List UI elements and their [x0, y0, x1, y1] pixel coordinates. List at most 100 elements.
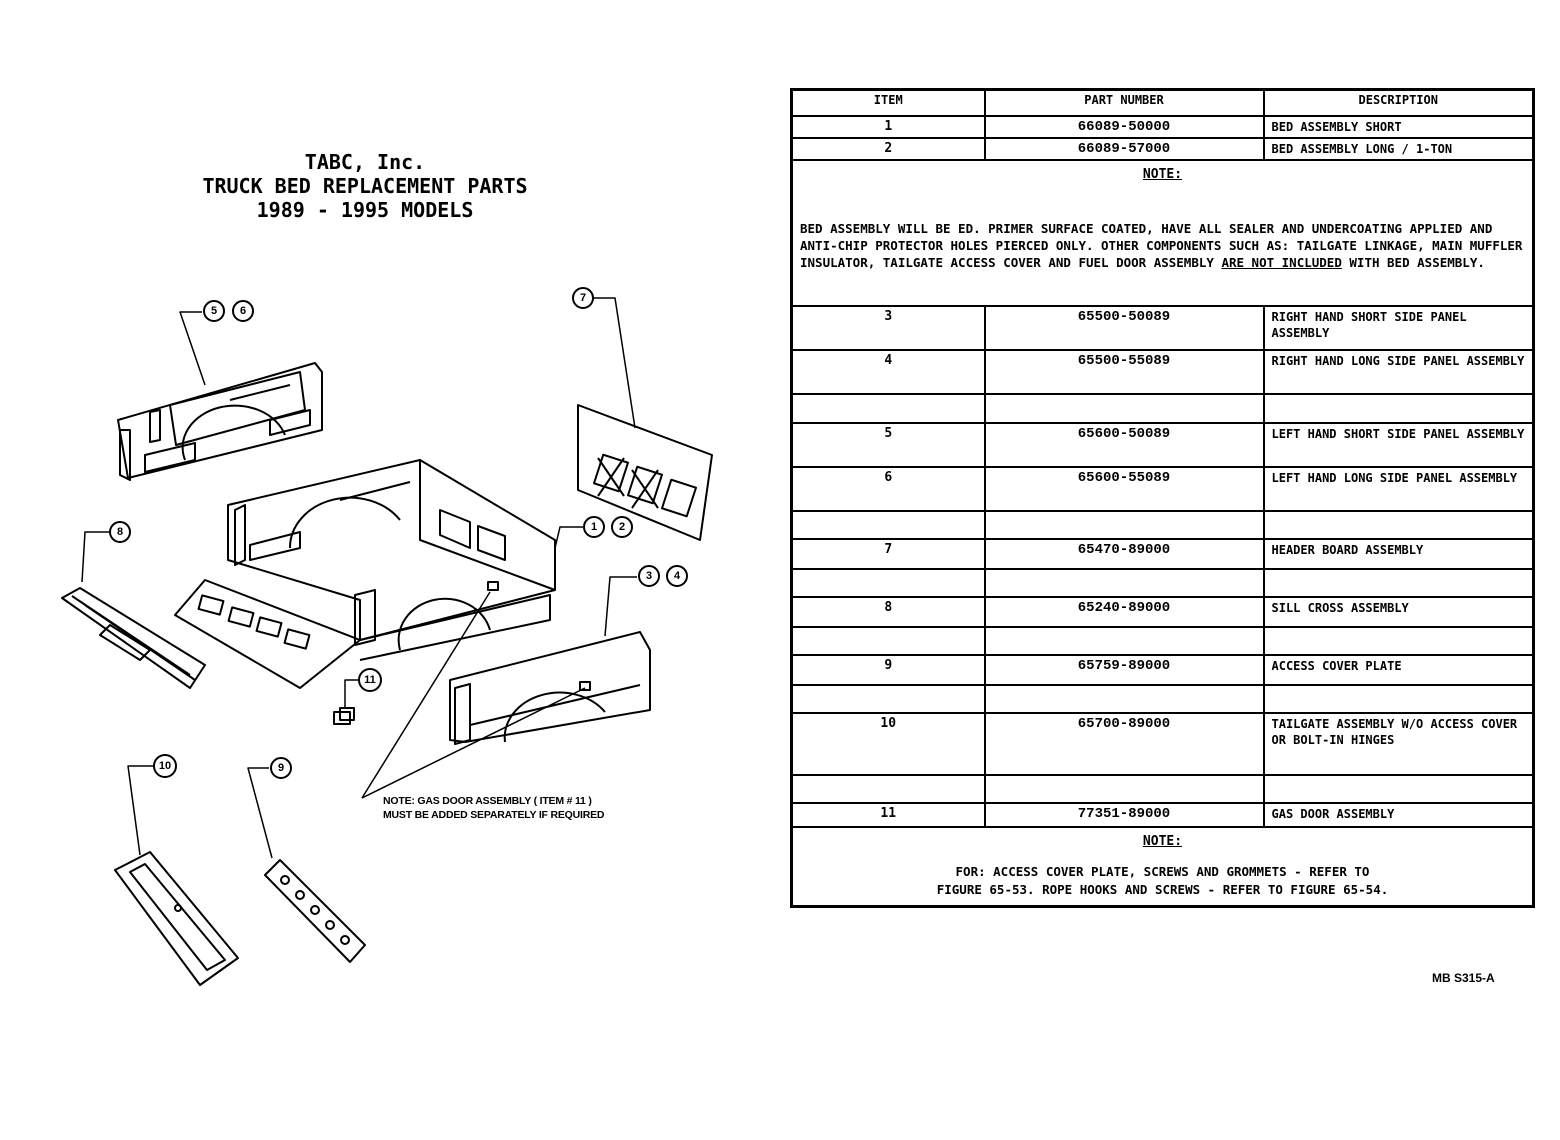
table-row: 8 65240-89000 SILL CROSS ASSEMBLY: [790, 596, 1535, 628]
drawing-id: MB S315-A: [1432, 971, 1495, 985]
callout-4: [666, 565, 688, 587]
spacer-row: [790, 568, 1535, 598]
note-row: NOTE: FOR: ACCESS COVER PLATE, SCREWS AN…: [790, 826, 1535, 908]
spacer-row: [790, 510, 1535, 540]
description-cell: RIGHT HAND SHORT SIDE PANEL ASSEMBLY: [1262, 305, 1535, 351]
item-cell: 6: [790, 466, 986, 512]
table-row: 9 65759-89000 ACCESS COVER PLATE: [790, 654, 1535, 686]
model-years: 1989 - 1995 MODELS: [256, 198, 474, 222]
note-line: FOR: ACCESS COVER PLATE, SCREWS AND GROM…: [955, 864, 1370, 879]
part-number-cell: 65500-55089: [983, 349, 1265, 395]
note-heading: NOTE:: [1142, 834, 1183, 849]
part-number-cell: 66089-57000: [983, 137, 1265, 161]
callout-7: [572, 287, 594, 309]
description-cell: LEFT HAND LONG SIDE PANEL ASSEMBLY: [1262, 466, 1535, 512]
bed-assembly-drawing: [174, 459, 556, 689]
exploded-parts-diagram: 5 6 7 8 1 2 3 4 11 10 9: [61, 287, 713, 986]
callout-2: [611, 516, 633, 538]
callout-5: [203, 300, 225, 322]
part-number-cell: 65470-89000: [983, 538, 1265, 570]
description-cell: TAILGATE ASSEMBLY W/O ACCESS COVER OR BO…: [1262, 712, 1535, 776]
part-number-cell: 65500-50089: [983, 305, 1265, 351]
note-emphasis: ARE NOT INCLUDED: [1221, 255, 1342, 270]
callout-8: [109, 521, 131, 543]
callout-label-9: 9: [278, 762, 284, 774]
note-heading: NOTE:: [1142, 167, 1183, 182]
part-number-cell: 65700-89000: [983, 712, 1265, 776]
description-cell: SILL CROSS ASSEMBLY: [1262, 596, 1535, 628]
sill-cross-drawing: [61, 587, 206, 689]
gas-door-note-line2: MUST BE ADDED SEPARATELY IF REQUIRED: [383, 809, 605, 821]
description-cell: BED ASSEMBLY SHORT: [1262, 115, 1535, 139]
table-header-row: ITEM PART NUMBER DESCRIPTION: [790, 88, 1535, 117]
item-cell: 9: [790, 654, 986, 686]
part-number-cell: 65600-55089: [983, 466, 1265, 512]
description-cell: HEADER BOARD ASSEMBLY: [1262, 538, 1535, 570]
callout-label-5: 5: [211, 305, 217, 317]
note-text: BED ASSEMBLY WILL BE ED. PRIMER SURFACE …: [800, 221, 1523, 270]
gas-door-note: NOTE: GAS DOOR ASSEMBLY ( ITEM # 11 ) MU…: [383, 794, 683, 822]
callout-label-6: 6: [240, 305, 246, 317]
table-row: 10 65700-89000 TAILGATE ASSEMBLY W/O ACC…: [790, 712, 1535, 776]
callout-10: [153, 754, 177, 778]
note-body: BED ASSEMBLY WILL BE ED. PRIMER SURFACE …: [800, 220, 1525, 271]
description-cell: BED ASSEMBLY LONG / 1-TON: [1262, 137, 1535, 161]
table-row: 7 65470-89000 HEADER BOARD ASSEMBLY: [790, 538, 1535, 570]
parts-table: ITEM PART NUMBER DESCRIPTION 1 66089-500…: [790, 88, 1535, 908]
item-cell: 7: [790, 538, 986, 570]
reference-note: NOTE: FOR: ACCESS COVER PLATE, SCREWS AN…: [790, 826, 1535, 908]
note-body: FOR: ACCESS COVER PLATE, SCREWS AND GROM…: [800, 863, 1525, 899]
description-cell: ACCESS COVER PLATE: [1262, 654, 1535, 686]
callout-label-11: 11: [364, 674, 376, 686]
callout-6: [232, 300, 254, 322]
part-number-cell: 65759-89000: [983, 654, 1265, 686]
company-name: TABC, Inc.: [304, 150, 426, 174]
access-cover-plate-drawing: [264, 859, 366, 963]
part-number-cell: 65600-50089: [983, 422, 1265, 468]
header-board-drawing: [577, 404, 713, 541]
callout-label-2: 2: [619, 521, 625, 533]
item-cell: 1: [790, 115, 986, 139]
spacer-row: [790, 684, 1535, 714]
spacer-row: [790, 626, 1535, 656]
document-title: TRUCK BED REPLACEMENT PARTS: [202, 174, 528, 198]
callout-3: [638, 565, 660, 587]
callout-label-1: 1: [591, 521, 597, 533]
note-text-end: WITH BED ASSEMBLY.: [1349, 255, 1485, 270]
table-row: 2 66089-57000 BED ASSEMBLY LONG / 1-TON: [790, 137, 1535, 161]
header-description: DESCRIPTION: [1262, 88, 1535, 117]
callout-label-4: 4: [674, 570, 681, 582]
table-row: 5 65600-50089 LEFT HAND SHORT SIDE PANEL…: [790, 422, 1535, 468]
header-part-number: PART NUMBER: [983, 88, 1265, 117]
table-row: 1 66089-50000 BED ASSEMBLY SHORT: [790, 115, 1535, 139]
right-side-panel-drawing: [449, 631, 651, 745]
item-cell: 4: [790, 349, 986, 395]
table-row: 3 65500-50089 RIGHT HAND SHORT SIDE PANE…: [790, 305, 1535, 351]
item-cell: 11: [790, 802, 986, 828]
table-row: 4 65500-55089 RIGHT HAND LONG SIDE PANEL…: [790, 349, 1535, 395]
header-item: ITEM: [790, 88, 986, 117]
part-number-cell: 77351-89000: [983, 802, 1265, 828]
gas-door-drawing: [333, 707, 355, 725]
callout-label-3: 3: [646, 570, 652, 582]
item-cell: 8: [790, 596, 986, 628]
table-row: 11 77351-89000 GAS DOOR ASSEMBLY: [790, 802, 1535, 828]
description-cell: RIGHT HAND LONG SIDE PANEL ASSEMBLY: [1262, 349, 1535, 395]
description-cell: LEFT HAND SHORT SIDE PANEL ASSEMBLY: [1262, 422, 1535, 468]
part-number-cell: 66089-50000: [983, 115, 1265, 139]
gas-door-note-line1: NOTE: GAS DOOR ASSEMBLY ( ITEM # 11 ): [383, 795, 592, 807]
item-cell: 5: [790, 422, 986, 468]
bed-assembly-note: NOTE: BED ASSEMBLY WILL BE ED. PRIMER SU…: [790, 159, 1535, 307]
note-line: FIGURE 65-53. ROPE HOOKS AND SCREWS - RE…: [936, 882, 1389, 897]
item-cell: 2: [790, 137, 986, 161]
callout-label-7: 7: [580, 292, 586, 304]
note-row: NOTE: BED ASSEMBLY WILL BE ED. PRIMER SU…: [790, 159, 1535, 307]
table-row: 6 65600-55089 LEFT HAND LONG SIDE PANEL …: [790, 466, 1535, 512]
callout-11: [358, 668, 382, 692]
callout-9: [270, 757, 292, 779]
spacer-row: [790, 393, 1535, 424]
spacer-row: [790, 774, 1535, 804]
description-cell: GAS DOOR ASSEMBLY: [1262, 802, 1535, 828]
callout-label-8: 8: [117, 526, 123, 538]
callout-label-10: 10: [159, 760, 171, 772]
